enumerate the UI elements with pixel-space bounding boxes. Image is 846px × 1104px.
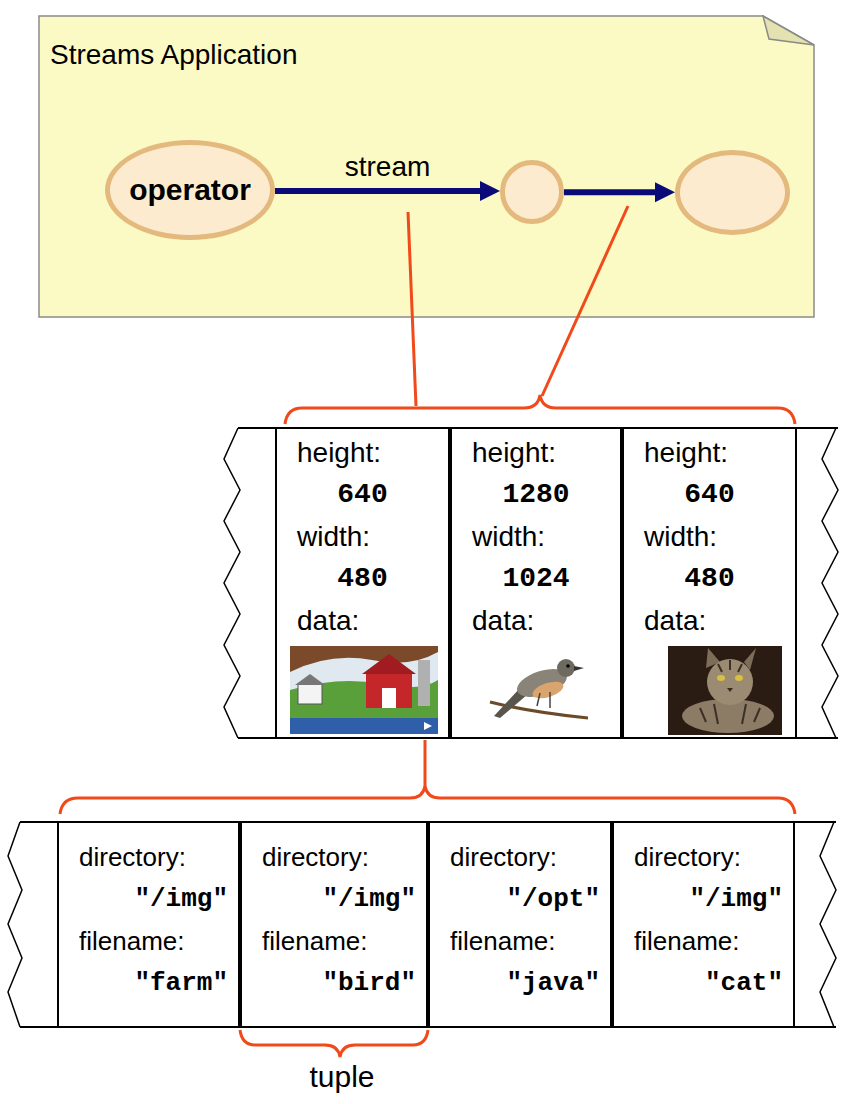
leader-line: [542, 206, 628, 396]
field-name: data:: [472, 600, 534, 642]
roof: [295, 674, 325, 685]
torn-edge: [8, 822, 22, 1027]
field-value: "cat": [705, 962, 783, 1004]
hill: [290, 646, 438, 672]
field: [290, 680, 438, 720]
bracket: [60, 786, 795, 814]
field-name: directory:: [634, 836, 741, 878]
door: [382, 688, 396, 708]
edge-label: stream: [345, 151, 431, 183]
operator-oval: [500, 160, 564, 224]
field-value: 480: [684, 558, 734, 600]
image-tuple-cell: height:1280width:1024data:: [450, 428, 622, 738]
leader-line: [424, 740, 427, 786]
file-tuple-cell: directory:"/img"filename:"farm": [57, 822, 240, 1027]
beak: [574, 666, 584, 671]
field-value: "bird": [322, 962, 416, 1004]
eye: [566, 664, 570, 668]
field-name: data:: [644, 600, 706, 642]
strip-ground: [238, 428, 836, 738]
field-name: filename:: [262, 920, 368, 962]
arrow-line: [564, 189, 659, 195]
field-name: directory:: [450, 836, 557, 878]
cat-picture: [668, 646, 782, 735]
field-name: data:: [297, 600, 359, 642]
field-name: height:: [644, 432, 728, 474]
stripes: [700, 660, 760, 724]
banner: [290, 718, 438, 734]
torn-edge: [822, 428, 838, 738]
file-tuple-cell: directory:"/opt"filename:"java": [428, 822, 612, 1027]
bracket-label: tuple: [309, 1060, 374, 1094]
field-name: height:: [297, 432, 381, 474]
arrow-line: [275, 188, 484, 194]
field-value: "/opt": [506, 878, 600, 920]
house: [298, 684, 322, 704]
field-value: 1280: [502, 474, 569, 516]
field-value: 480: [337, 558, 387, 600]
field-name: width:: [644, 516, 717, 558]
bird-picture: [490, 659, 588, 718]
bracket: [240, 1030, 428, 1057]
farm-picture: [290, 646, 438, 734]
field-value: "/img": [322, 878, 416, 920]
photo-ground: [668, 646, 782, 735]
field-name: width:: [297, 516, 370, 558]
field-value: "/img": [134, 878, 228, 920]
field-value: 640: [684, 474, 734, 516]
bracket: [285, 395, 795, 424]
nose: [727, 688, 733, 692]
barn: [366, 672, 412, 708]
roof: [362, 654, 416, 674]
field-value: "farm": [134, 962, 228, 1004]
field-value: "/img": [689, 878, 783, 920]
field-name: filename:: [79, 920, 185, 962]
note-shape: [39, 16, 814, 317]
head: [557, 659, 575, 677]
leg: [549, 692, 551, 708]
eye: [717, 675, 725, 681]
image-tuple-cell: height:640width:480data:: [622, 428, 797, 738]
field-value: 1024: [502, 558, 569, 600]
play-mark: [424, 722, 432, 730]
stream-arrow: [275, 181, 500, 201]
operator-name: operator: [129, 173, 251, 207]
field-name: height:: [472, 432, 556, 474]
silo: [418, 660, 430, 706]
field-value: "java": [506, 962, 600, 1004]
arrow-head: [655, 182, 675, 202]
field-name: width:: [472, 516, 545, 558]
leader-line: [408, 212, 416, 406]
field-value: 640: [337, 474, 387, 516]
note-fold: [763, 16, 814, 45]
note-title: Streams Application: [50, 39, 297, 71]
operator-oval: operator: [105, 140, 275, 240]
sky: [290, 646, 438, 734]
torn-edge: [820, 822, 836, 1027]
field-name: directory:: [79, 836, 186, 878]
field-name: filename:: [450, 920, 556, 962]
field-name: filename:: [634, 920, 740, 962]
eye: [735, 675, 743, 681]
file-tuple-cell: directory:"/img"filename:"bird": [240, 822, 428, 1027]
belly: [531, 678, 566, 701]
torn-edge: [224, 428, 240, 738]
field-name: directory:: [262, 836, 369, 878]
leg: [537, 693, 540, 706]
operator-oval: [675, 150, 790, 235]
strip-edge: [238, 737, 838, 739]
image-tuple-cell: height:640width:480data:: [275, 428, 450, 738]
arrow-head: [480, 181, 500, 201]
file-tuple-cell: directory:"/img"filename:"cat": [612, 822, 795, 1027]
stream-arrow: [564, 182, 675, 202]
